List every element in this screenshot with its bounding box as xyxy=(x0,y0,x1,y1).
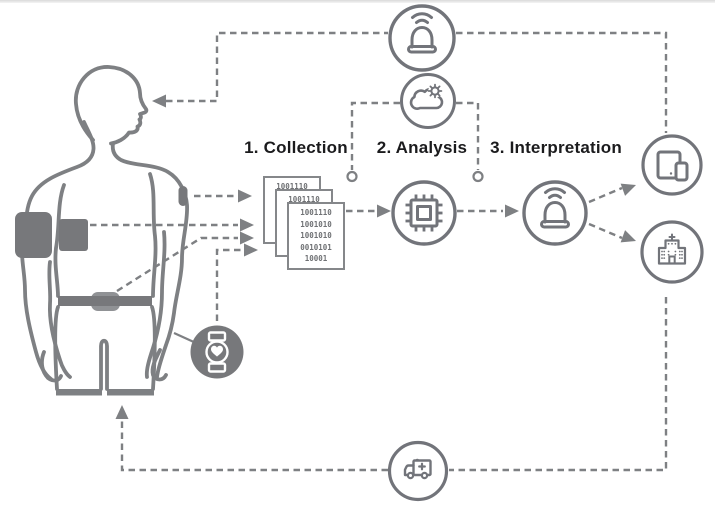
shorts-right-side xyxy=(150,305,157,391)
right-shoulder-arm xyxy=(110,141,189,379)
dashed-connectors xyxy=(90,31,668,472)
arrow-to-person-bottom xyxy=(115,405,129,419)
binary-line: 1001110 xyxy=(276,182,308,192)
step-label-collection: 1. Collection xyxy=(244,138,348,157)
connector-interpretation-to-devices xyxy=(588,186,623,204)
arrowheads xyxy=(115,94,636,419)
binary-line: 1001010 xyxy=(300,231,332,241)
binary-data-card-front: 1001110 1001010 1001010 0010101 10001 xyxy=(287,202,345,270)
connector-hospital-to-ambulance xyxy=(449,297,668,472)
arrow-watch-data xyxy=(244,243,258,257)
torso-left-edge xyxy=(53,183,66,298)
arrow-shoulder-data xyxy=(238,189,252,203)
binary-line: 1001110 xyxy=(300,208,332,218)
binary-line: 1001110 xyxy=(288,195,320,205)
arrow-to-devices xyxy=(620,183,636,196)
step-label-analysis: 2. Analysis xyxy=(376,138,468,157)
arrow-strap-data xyxy=(240,231,254,245)
arrow-to-analysis xyxy=(377,204,391,218)
junction-node-left xyxy=(346,170,358,183)
connector-cloud-left-branch xyxy=(350,101,400,170)
arrow-to-interpretation xyxy=(505,204,519,218)
ambulance-icon xyxy=(387,440,449,502)
arm-cuff-sensor xyxy=(15,212,88,258)
shoulder-patch-sensor xyxy=(178,186,188,206)
head-profile xyxy=(74,65,149,146)
watch-callout-line xyxy=(173,331,197,345)
connector-watch-to-data xyxy=(215,248,242,321)
shorts-left-side xyxy=(53,305,60,391)
connector-interpretation-to-hospital xyxy=(588,222,623,240)
mobile-devices-icon xyxy=(641,134,703,196)
wearable-sensors xyxy=(15,186,188,311)
step-label-interpretation: 3. Interpretation xyxy=(490,138,622,157)
alert-siren-icon xyxy=(522,180,588,246)
arrow-to-head xyxy=(152,94,166,108)
binary-line: 10001 xyxy=(304,254,328,264)
alarm-siren-icon xyxy=(388,4,456,72)
hospital-icon xyxy=(640,220,704,284)
cpu-chip-icon xyxy=(391,180,457,246)
shorts-left-hem xyxy=(56,389,102,396)
connector-cloud-right-branch xyxy=(456,101,480,170)
heart-glyph xyxy=(211,345,223,357)
binary-line: 1001010 xyxy=(300,219,332,229)
smartwatch-heart-icon xyxy=(173,325,244,379)
left-arm-inner xyxy=(47,260,72,379)
connector-strap-to-data xyxy=(116,236,238,293)
connector-alert-to-head xyxy=(166,31,388,103)
junction-node-right xyxy=(472,170,484,183)
connector-alert-to-devices xyxy=(456,31,668,133)
page-top-edge xyxy=(0,0,715,3)
arrow-cuff-data xyxy=(240,218,254,232)
waist-strap-sensor xyxy=(58,292,152,311)
shorts-leg-split xyxy=(99,338,109,391)
binary-line: 0010101 xyxy=(300,242,332,252)
shorts-right-hem xyxy=(107,389,154,396)
connector-ambulance-to-person xyxy=(120,421,388,472)
cloud-processing-icon xyxy=(400,73,456,129)
arrow-to-hospital xyxy=(620,230,636,243)
human-figure xyxy=(20,65,189,396)
torso-right-edge xyxy=(148,172,158,298)
